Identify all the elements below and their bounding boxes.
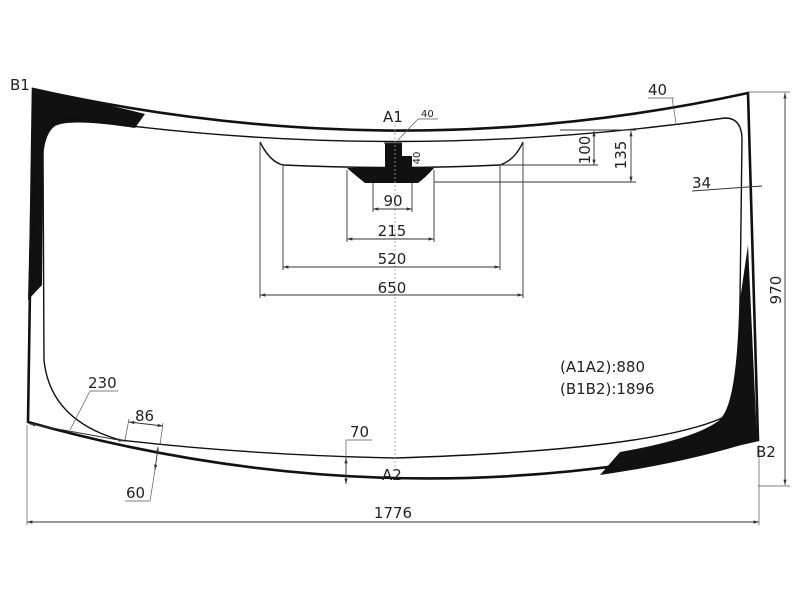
dim-90: 90 bbox=[383, 192, 402, 210]
dim-height: 970 bbox=[767, 276, 785, 305]
glass-inner-edge bbox=[42, 117, 743, 459]
point-b1: B1 bbox=[10, 76, 30, 94]
dim-corner-radius: 230 bbox=[88, 374, 117, 392]
dim-top-band: 40 bbox=[648, 81, 667, 99]
dim-sensor-width: 40 bbox=[421, 109, 434, 120]
dim-100: 100 bbox=[576, 136, 594, 165]
sensor-area bbox=[347, 143, 434, 183]
note-a1a2: (A1A2):880 bbox=[560, 358, 645, 376]
note-b1b2: (B1B2):1896 bbox=[560, 380, 655, 398]
dim-520: 520 bbox=[378, 250, 407, 268]
dim-bottom-band: 70 bbox=[350, 423, 369, 441]
dim-sensor-height: 40 bbox=[412, 152, 423, 165]
point-b2: B2 bbox=[756, 443, 776, 461]
mirror-area-outline bbox=[259, 141, 524, 169]
dim-60: 60 bbox=[126, 484, 145, 502]
dim-86: 86 bbox=[135, 407, 154, 425]
black-band-top-left bbox=[28, 89, 145, 300]
dim-side-band: 34 bbox=[692, 174, 711, 192]
point-a2: A2 bbox=[382, 466, 402, 484]
dim-215: 215 bbox=[378, 222, 407, 240]
point-a1: A1 bbox=[383, 108, 403, 126]
dim-width: 1776 bbox=[374, 504, 412, 522]
dim-650: 650 bbox=[378, 279, 407, 297]
glass-outer-edge bbox=[26, 87, 760, 480]
dim-135: 135 bbox=[612, 141, 630, 170]
